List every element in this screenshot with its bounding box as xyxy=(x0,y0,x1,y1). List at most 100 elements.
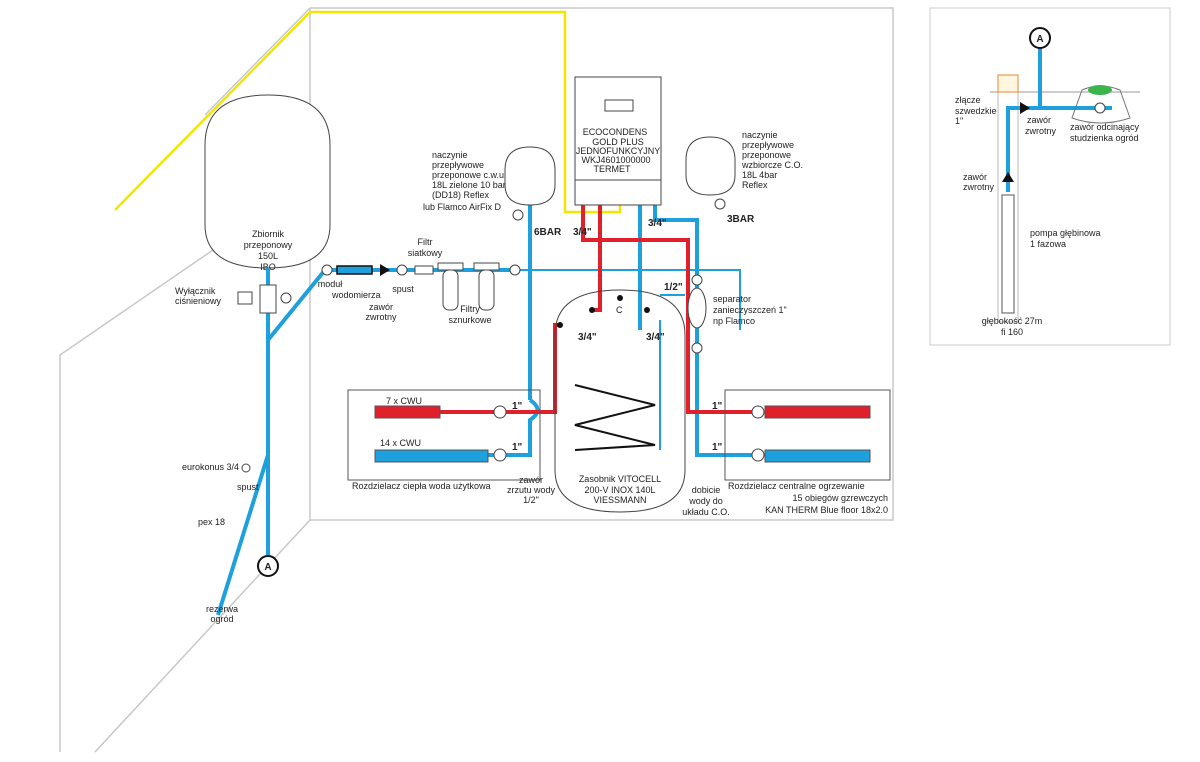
hot-water-cylinder xyxy=(554,289,686,513)
svg-text:zrzutu wody: zrzutu wody xyxy=(507,485,556,495)
svg-text:3BAR: 3BAR xyxy=(727,214,755,225)
svg-text:zawór: zawór xyxy=(519,475,543,485)
svg-text:przeponowe: przeponowe xyxy=(742,150,791,160)
svg-text:VIESSMANN: VIESSMANN xyxy=(593,495,646,505)
dhw-hot-bar xyxy=(374,405,441,419)
ball-valve-icon xyxy=(509,264,521,276)
svg-text:1": 1" xyxy=(712,401,723,412)
svg-text:zawór: zawór xyxy=(369,302,393,312)
ball-valve-icon xyxy=(691,342,703,354)
svg-text:głębokość 27m: głębokość 27m xyxy=(982,316,1043,326)
svg-text:Reflex: Reflex xyxy=(742,180,768,190)
dhw-manifold xyxy=(347,389,541,481)
well-panel: A złącze szwedzkie 1" zawór zwrotny zawó… xyxy=(929,7,1171,346)
svg-text:przeponowe c.w.u: przeponowe c.w.u xyxy=(432,170,504,180)
svg-text:1 fazowa: 1 fazowa xyxy=(1030,239,1066,249)
svg-text:wzbiorcze C.O.: wzbiorcze C.O. xyxy=(741,160,803,170)
svg-text:18L zielone 10 bar: 18L zielone 10 bar xyxy=(432,180,506,190)
svg-text:rezerwa: rezerwa xyxy=(206,604,238,614)
string-filter-1-body xyxy=(442,269,459,311)
check-valve-icon xyxy=(380,264,390,276)
svg-text:zanieczyszczeń 1": zanieczyszczeń 1" xyxy=(713,305,787,315)
pressure-gauge-icon xyxy=(714,198,726,210)
svg-text:IBO: IBO xyxy=(260,262,276,272)
svg-text:150L: 150L xyxy=(258,251,278,261)
svg-text:Filtry: Filtry xyxy=(460,304,480,314)
svg-text:ECOCONDENS: ECOCONDENS xyxy=(583,127,648,137)
ch-supply-bar xyxy=(764,405,871,419)
boiler-display xyxy=(604,99,634,112)
pressure-switch-block xyxy=(259,284,277,314)
ball-valve-icon xyxy=(751,448,765,462)
electric-cable xyxy=(114,10,622,214)
heating-coil xyxy=(574,384,656,451)
dhw-expansion-vessel xyxy=(504,146,556,206)
svg-text:6BAR: 6BAR xyxy=(534,227,562,238)
svg-text:ogród: ogród xyxy=(210,614,233,624)
svg-text:1": 1" xyxy=(955,116,963,126)
pressure-gauge-icon xyxy=(280,292,292,304)
svg-text:wody do: wody do xyxy=(688,496,723,506)
svg-text:GOLD PLUS: GOLD PLUS xyxy=(592,137,644,147)
svg-text:Zasobnik VITOCELL: Zasobnik VITOCELL xyxy=(579,474,661,484)
svg-text:Zbiornik: Zbiornik xyxy=(252,229,285,239)
svg-text:zawór odcinający: zawór odcinający xyxy=(1070,122,1140,132)
svg-text:separator: separator xyxy=(713,294,751,304)
ball-valve-icon xyxy=(691,274,703,286)
string-filter-2-body xyxy=(478,269,495,311)
svg-text:przeponowy: przeponowy xyxy=(244,240,293,250)
svg-text:1/2": 1/2" xyxy=(523,495,539,505)
svg-text:siatkowy: siatkowy xyxy=(408,248,443,258)
svg-text:(DD18) Reflex: (DD18) Reflex xyxy=(432,190,490,200)
svg-text:3/4": 3/4" xyxy=(646,332,665,343)
svg-text:zawór: zawór xyxy=(963,172,987,182)
boiler xyxy=(574,76,662,206)
svg-text:WKJ4601000000: WKJ4601000000 xyxy=(581,155,650,165)
svg-text:moduł: moduł xyxy=(318,279,343,289)
svg-text:fi 160: fi 160 xyxy=(1001,327,1023,337)
mesh-filter xyxy=(414,265,434,275)
dhw-cold-bar xyxy=(374,449,489,463)
svg-text:15 obiegów gzrewczych: 15 obiegów gzrewczych xyxy=(792,493,888,503)
svg-text:14 x CWU: 14 x CWU xyxy=(380,438,421,448)
svg-text:pex 18: pex 18 xyxy=(198,517,225,527)
svg-text:3/4": 3/4" xyxy=(578,332,597,343)
svg-text:lub Flamco AirFix D: lub Flamco AirFix D xyxy=(423,202,502,212)
svg-text:Wyłącznik: Wyłącznik xyxy=(175,286,216,296)
svg-text:szwedzkie: szwedzkie xyxy=(955,106,997,116)
ch-return-bar xyxy=(764,449,871,463)
svg-text:przepływowe: przepływowe xyxy=(742,140,794,150)
svg-text:pompa głębinowa: pompa głębinowa xyxy=(1030,228,1101,238)
svg-text:naczynie: naczynie xyxy=(432,150,468,160)
svg-text:studzienka ogród: studzienka ogród xyxy=(1070,133,1139,143)
svg-text:eurokonus 3/4: eurokonus 3/4 xyxy=(182,462,239,472)
water-meter xyxy=(336,265,373,275)
cylinder-label: Zasobnik VITOCELL 200-V INOX 140L VIESSM… xyxy=(579,474,661,505)
connector-a xyxy=(257,555,279,577)
dirt-separator xyxy=(687,287,707,329)
ball-valve-icon xyxy=(751,405,765,419)
svg-text:Rozdzielacz centralne ogrzewan: Rozdzielacz centralne ogrzewanie xyxy=(728,481,865,491)
svg-text:1": 1" xyxy=(512,442,523,453)
pressure-switch xyxy=(237,291,253,305)
svg-text:1": 1" xyxy=(512,401,523,412)
connector-a xyxy=(1029,27,1051,49)
string-filter-2 xyxy=(473,262,500,271)
svg-text:3/4": 3/4" xyxy=(648,218,667,229)
svg-text:A: A xyxy=(264,562,271,573)
svg-text:KAN THERM Blue floor 18x2.0: KAN THERM Blue floor 18x2.0 xyxy=(765,505,888,515)
boiler-label: ECOCONDENS GOLD PLUS JEDNOFUNKCYJNY WKJ4… xyxy=(576,127,661,174)
svg-text:zwrotny: zwrotny xyxy=(1025,126,1057,136)
svg-text:A: A xyxy=(1036,34,1043,45)
svg-text:przepływowe: przepływowe xyxy=(432,160,484,170)
svg-text:7 x CWU: 7 x CWU xyxy=(386,396,422,406)
ch-expansion-vessel xyxy=(685,136,736,196)
svg-text:C: C xyxy=(616,305,623,315)
svg-text:1": 1" xyxy=(712,442,723,453)
dhw-vessel-label: naczynie przepływowe przeponowe c.w.u 18… xyxy=(423,150,506,212)
ch-manifold xyxy=(724,389,891,481)
svg-text:zwrotny: zwrotny xyxy=(365,312,397,322)
svg-text:Rozdzielacz ciepła woda użytko: Rozdzielacz ciepła woda użytkowa xyxy=(352,481,491,491)
svg-text:spust: spust xyxy=(237,482,259,492)
